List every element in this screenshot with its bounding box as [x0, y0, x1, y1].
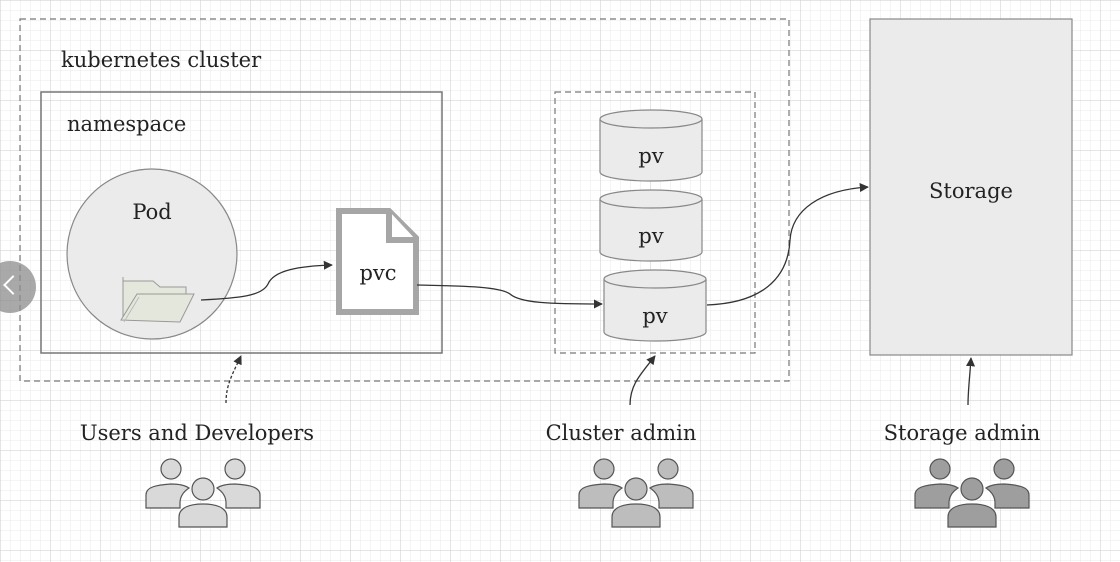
edge-pod-to-pvc	[200, 260, 333, 301]
pod-node[interactable]: Pod	[66, 168, 238, 340]
namespace-label: namespace	[67, 112, 186, 136]
users-group-icon	[145, 458, 261, 529]
users-group-icon	[914, 458, 1030, 529]
actor-storage-admin[interactable]: Storage admin	[884, 421, 1041, 529]
pv-label: pv	[638, 224, 663, 248]
actor-label: Storage admin	[884, 421, 1041, 445]
users-group-icon	[578, 458, 694, 529]
actor-users-developers[interactable]: Users and Developers	[80, 421, 314, 529]
folder-icon	[120, 277, 195, 323]
pv-label: pv	[642, 304, 667, 328]
edge-pvc-to-pv	[416, 284, 603, 309]
pv-cylinder-1[interactable]: pv	[599, 109, 703, 182]
kubernetes-cluster[interactable]: kubernetes cluster	[19, 18, 790, 382]
chevron-left-icon	[3, 275, 23, 295]
pv-label: pv	[638, 144, 663, 168]
namespace-box[interactable]: namespace	[40, 91, 443, 354]
edge-users-to-namespace	[225, 355, 242, 404]
actor-label: Users and Developers	[80, 421, 314, 445]
pvc-node[interactable]: pvc	[336, 208, 419, 315]
pv-cylinder-2[interactable]: pv	[599, 189, 703, 262]
pv-group[interactable]	[554, 91, 756, 354]
edge-storage-admin-to-storage	[965, 357, 976, 406]
storage-label: Storage	[929, 179, 1013, 203]
pv-cylinder-3[interactable]: pv	[603, 269, 707, 342]
cluster-label: kubernetes cluster	[61, 48, 262, 72]
actor-cluster-admin[interactable]: Cluster admin	[546, 421, 697, 529]
pvc-label: pvc	[359, 261, 396, 285]
storage-node[interactable]: Storage	[869, 18, 1073, 356]
edge-cluster-admin-to-pv	[629, 355, 656, 406]
actor-label: Cluster admin	[546, 421, 697, 445]
edge-pv-to-storage	[706, 182, 869, 306]
pod-label: Pod	[132, 200, 171, 224]
